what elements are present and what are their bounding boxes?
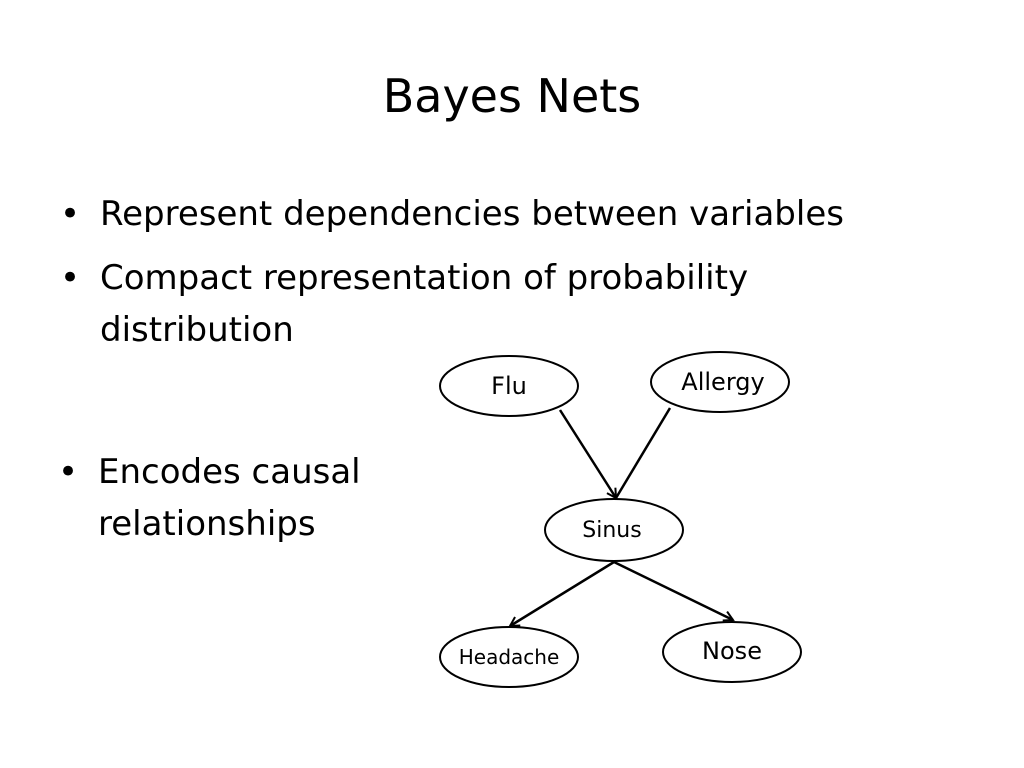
node-sinus: Sinus — [544, 498, 684, 562]
bullet-list: • Represent dependencies between variabl… — [60, 188, 960, 368]
edge-allergy-sinus — [614, 407, 672, 499]
bullet-marker: • — [60, 258, 81, 298]
bullet-item: • Compact representation of probability … — [60, 252, 820, 356]
node-allergy-label: Allergy — [681, 368, 764, 396]
node-allergy: Allergy — [650, 351, 790, 413]
slide-title: Bayes Nets — [382, 69, 642, 123]
node-nose: Nose — [662, 621, 802, 683]
edge-sinus-headache — [510, 560, 615, 626]
node-sinus-label: Sinus — [582, 518, 641, 543]
edge-flu-sinus — [558, 409, 616, 498]
bullet-text: Represent dependencies between variables — [100, 194, 844, 234]
bullet-text: Compact representation of probability di… — [100, 258, 749, 350]
bullet-item-causal: • Encodes causal relationships — [58, 446, 458, 550]
node-headache-label: Headache — [459, 645, 560, 669]
node-headache: Headache — [439, 626, 579, 688]
edge-sinus-nose — [613, 560, 733, 620]
node-nose-label: Nose — [702, 637, 762, 665]
bullet-marker: • — [58, 452, 79, 492]
node-flu: Flu — [439, 355, 579, 417]
bullet-marker: • — [60, 194, 81, 234]
bullet-item: • Represent dependencies between variabl… — [60, 188, 960, 240]
node-flu-label: Flu — [491, 372, 527, 400]
bullet-text: Encodes causal relationships — [98, 452, 361, 544]
